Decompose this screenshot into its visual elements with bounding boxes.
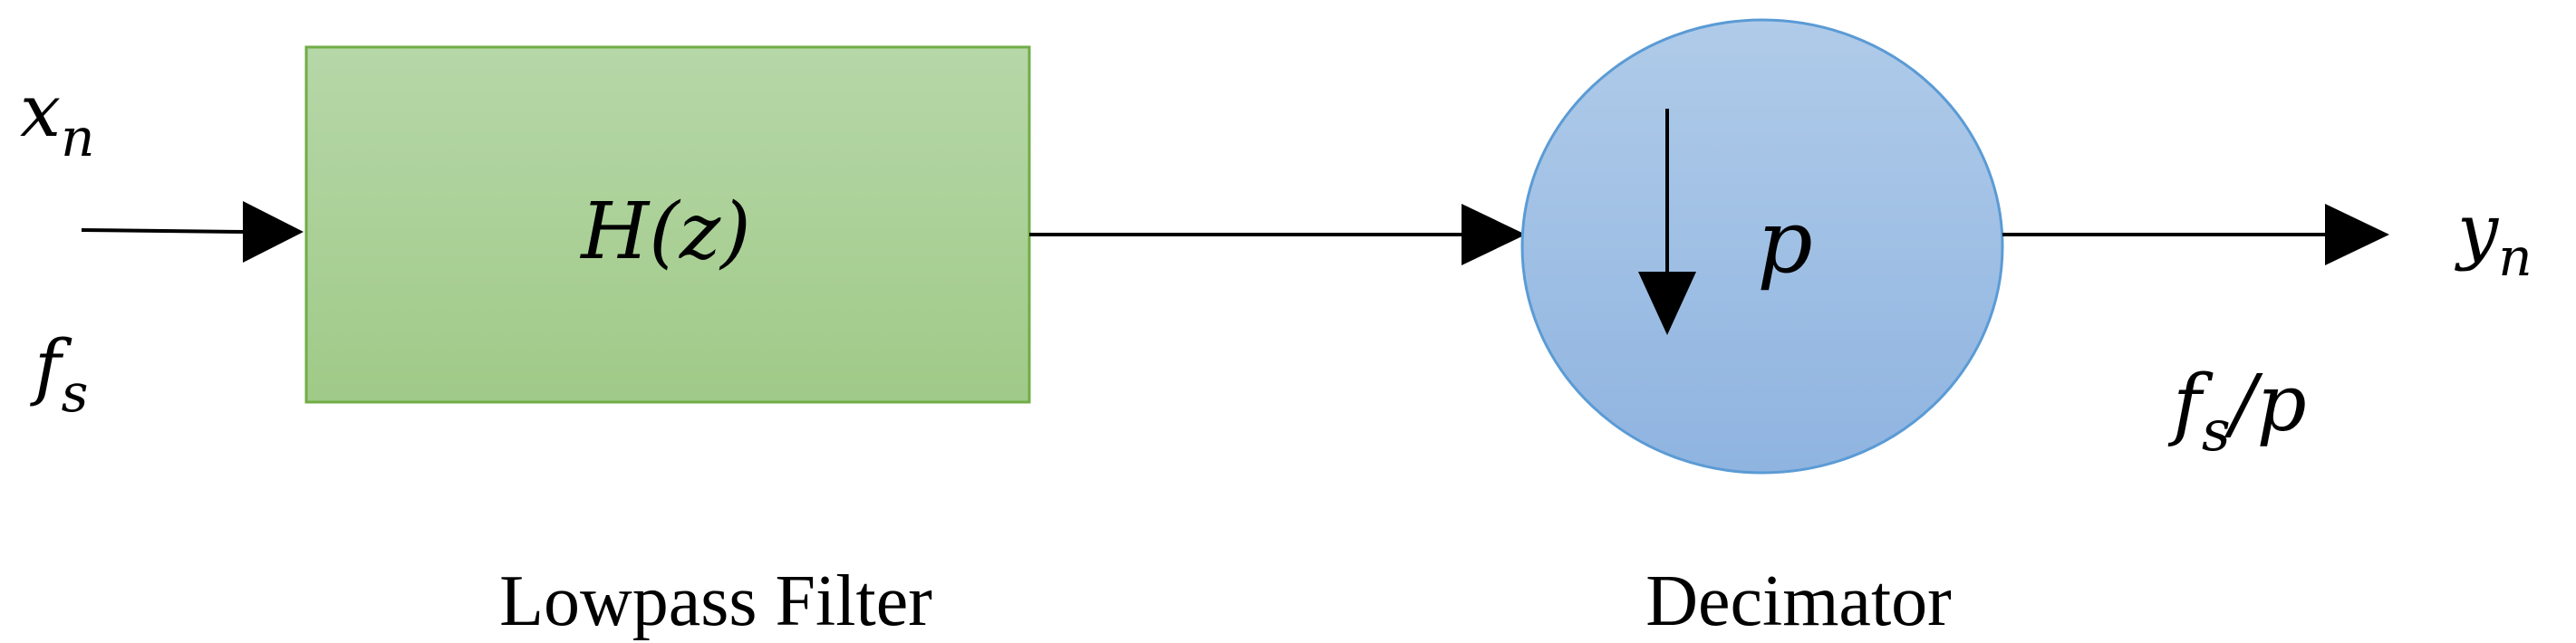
filter-caption: Lowpass Filter: [499, 561, 932, 641]
down-arrow-icon: [1638, 109, 1696, 335]
decimation-factor-label: p: [1757, 191, 1812, 293]
lowpass-filter-block: H(z): [304, 45, 1031, 404]
filter-box: [304, 45, 1031, 404]
decimator-block: p: [1520, 18, 2004, 475]
transfer-function-label: H(z): [579, 187, 750, 277]
filter-to-decimator-arrow: [1029, 204, 1526, 265]
input-signal-label: xn: [20, 69, 94, 168]
output-arrow: [2002, 204, 2389, 265]
decimator-circle: [1520, 18, 2004, 475]
decimator-caption: Decimator: [1645, 561, 1952, 641]
output-rate-label: fs/p: [2167, 359, 2307, 464]
input-arrow: [81, 201, 304, 263]
output-signal-label: yn: [2455, 188, 2533, 288]
input-rate-label: fs: [30, 324, 88, 424]
